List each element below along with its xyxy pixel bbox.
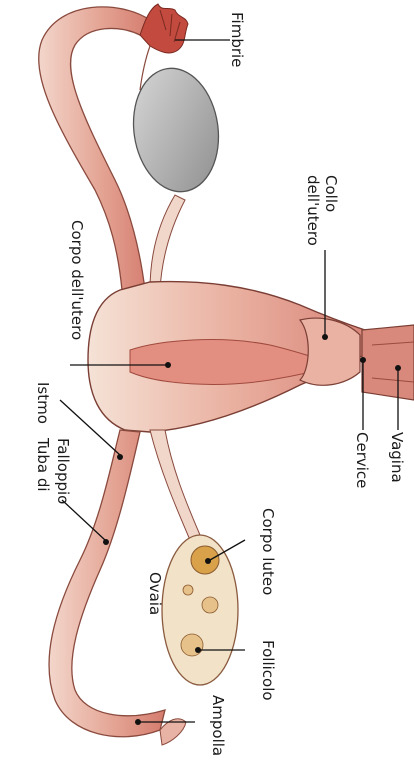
vagina — [362, 325, 414, 400]
fimbriae — [140, 4, 188, 53]
label-tuba-line2: Falloppio — [54, 438, 72, 504]
label-vagina: Vagina — [388, 432, 406, 483]
upper-fallopian-tube — [39, 7, 150, 290]
label-collo-line1: Collo — [322, 175, 340, 212]
label-istmo: Istmo — [34, 382, 52, 424]
label-corpo-luteo: Corpo luteo — [259, 508, 277, 595]
lower-ovarian-ligament — [150, 430, 200, 540]
follicle-1 — [202, 597, 218, 613]
corpus-luteum — [191, 546, 219, 574]
follicle-2 — [181, 634, 203, 656]
label-tuba-line1: Tuba di — [34, 437, 52, 492]
label-follicolo: Follicolo — [259, 640, 277, 701]
cervix — [300, 318, 360, 385]
label-corpo-utero: Corpo dell'utero — [68, 220, 86, 340]
upper-ovarian-ligament — [150, 195, 185, 290]
label-ampolla: Ampolla — [209, 695, 227, 756]
label-cervice: Cervice — [353, 432, 371, 488]
label-fimbrie: Fimbrie — [228, 12, 246, 67]
ampolla-end — [160, 719, 186, 745]
follicle-3 — [183, 585, 193, 595]
label-collo-line2: dell'utero — [304, 175, 322, 246]
label-ovaia: Ovaia — [146, 572, 164, 615]
